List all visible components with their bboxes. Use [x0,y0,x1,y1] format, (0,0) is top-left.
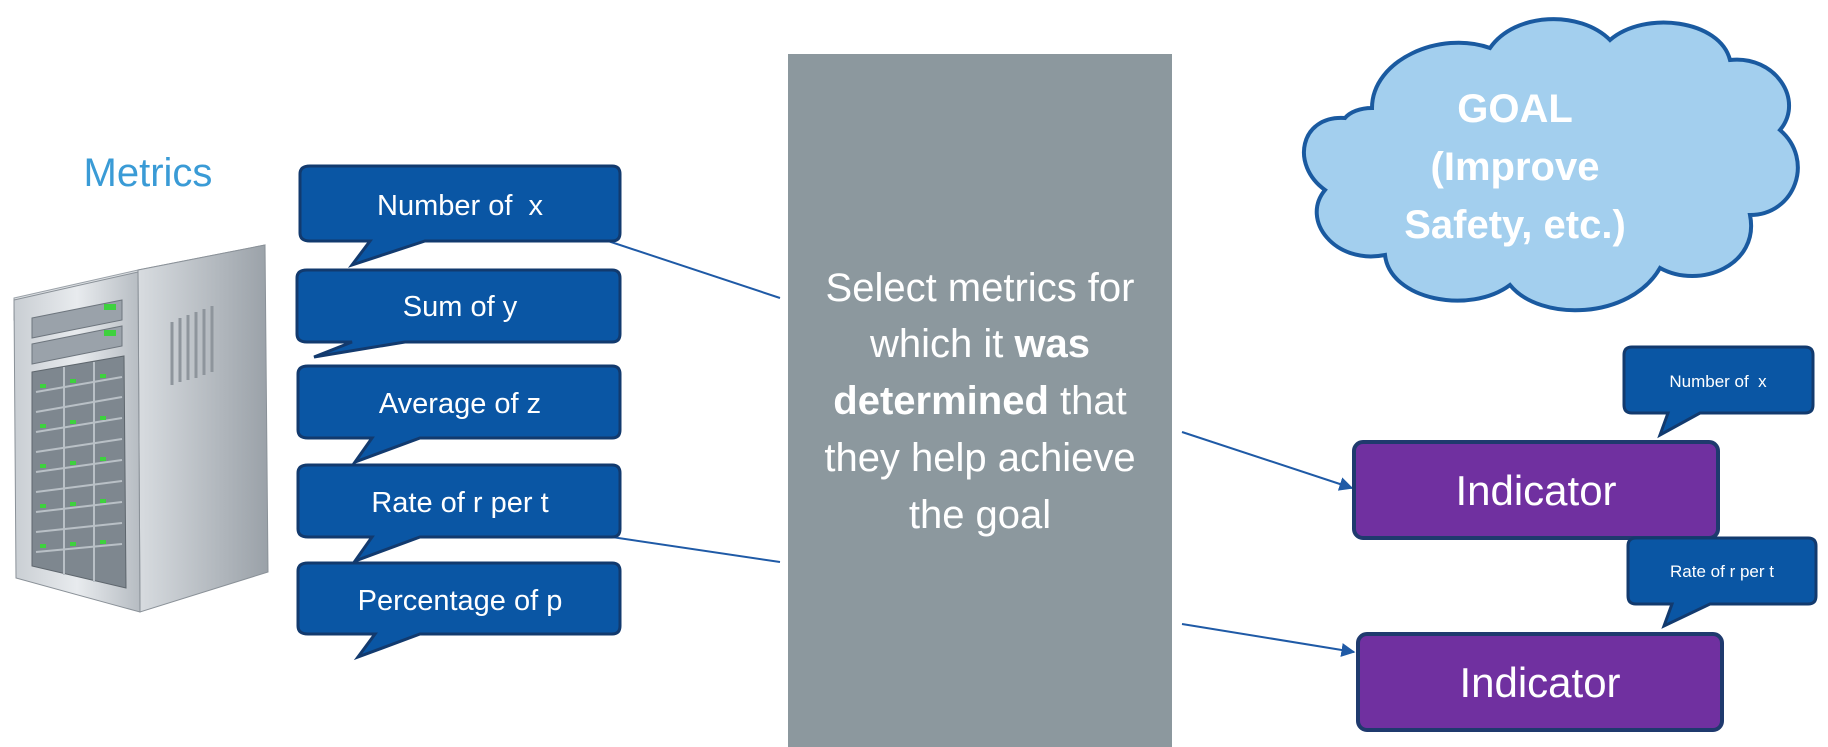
connector-line [604,535,781,563]
connector-line [604,239,781,299]
goal-cloud: GOAL (Improve Safety, etc.) [1301,17,1800,313]
svg-text:Select metrics for: Select metrics for [826,266,1135,310]
svg-text:which it was: which it was [869,322,1090,366]
metric-bubble-label: Rate of r per t [371,487,548,519]
goal-line-1: GOAL [1457,87,1573,131]
selection-box [788,54,1172,747]
metric-bubble: Percentage of p [296,561,622,661]
metric-bubble-label: Number of x [377,190,543,222]
arrow-to-indicator [1181,623,1356,657]
metrics-label: Metrics [84,151,213,195]
selection-box-text: Select metrics for which it was determin… [824,266,1135,537]
metric-bubble: Number of x [298,164,622,268]
indicator-box: Indicator [1352,440,1720,540]
indicator-label: Indicator [1455,467,1616,514]
metric-bubble-label: Percentage of p [358,585,563,617]
metric-bubble: Sum of y [295,268,622,359]
indicator-label: Indicator [1459,659,1620,706]
metric-bubble: Average of z [296,364,622,466]
indicator-metric-bubble: Rate of r per t [1626,536,1818,629]
goal-line-3: Safety, etc.) [1404,203,1626,247]
metric-bubble: Rate of r per t [296,463,622,565]
arrow-to-indicator [1181,431,1354,491]
server-tower-icon [13,244,269,613]
indicator-metric-label: Rate of r per t [1670,562,1774,581]
metric-bubble-label: Sum of y [403,291,518,323]
indicator-metric-bubble: Number of x [1622,345,1815,439]
metric-bubble-label: Average of z [379,388,541,420]
svg-text:they help achieve: they help achieve [824,436,1135,480]
indicator-metric-label: Number of x [1669,372,1767,391]
svg-text:determined that: determined that [833,379,1126,423]
svg-text:the goal: the goal [909,493,1051,537]
goal-line-2: (Improve [1431,145,1600,189]
indicator-box: Indicator [1356,632,1724,732]
